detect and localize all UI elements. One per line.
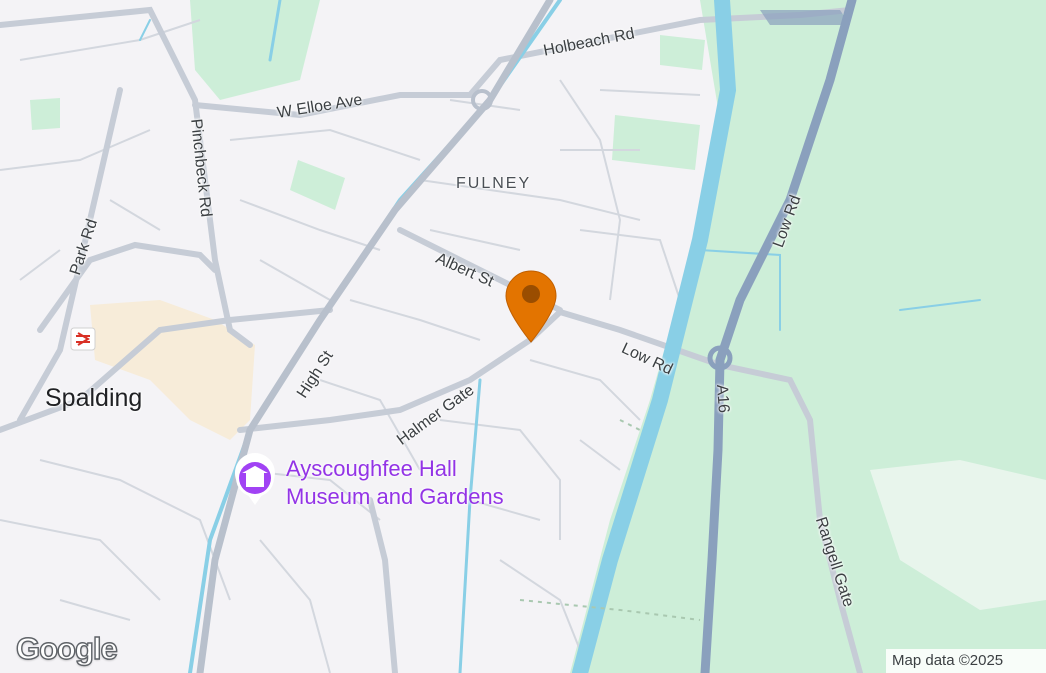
park-area: [660, 35, 705, 70]
town-centre-area: [90, 300, 255, 440]
poi-name-line1: Ayscoughfee Hall: [286, 456, 457, 481]
park-area: [612, 115, 700, 170]
stream: [458, 378, 482, 673]
canal: [572, 0, 737, 673]
google-logo: Google: [15, 630, 118, 666]
stream: [699, 249, 781, 331]
holbeach-roundabout: [471, 89, 493, 111]
place-label-fulney: FULNEY: [456, 175, 532, 192]
river-west: [139, 19, 151, 41]
museum-icon[interactable]: [234, 453, 275, 505]
location-pin-icon[interactable]: [505, 270, 557, 343]
park-area: [290, 160, 345, 210]
light-field: [870, 460, 1046, 610]
railway-station-icon[interactable]: [70, 327, 96, 351]
a16-road: [700, 0, 857, 673]
park-area: [190, 0, 320, 100]
stream: [899, 299, 981, 311]
a16-roundabout: [707, 345, 733, 371]
road-label-a16: A16: [713, 384, 732, 414]
poi-name-line2: Museum and Gardens: [286, 484, 504, 509]
place-label-spalding: Spalding: [45, 384, 143, 412]
poi-label-ayscoughfee-hall[interactable]: Ayscoughfee Hall Museum and Gardens: [286, 455, 504, 511]
stream: [268, 0, 282, 62]
park-area: [30, 98, 60, 130]
a16-roundabout: [760, 10, 850, 25]
map-attribution[interactable]: Map data ©2025: [886, 649, 1046, 673]
